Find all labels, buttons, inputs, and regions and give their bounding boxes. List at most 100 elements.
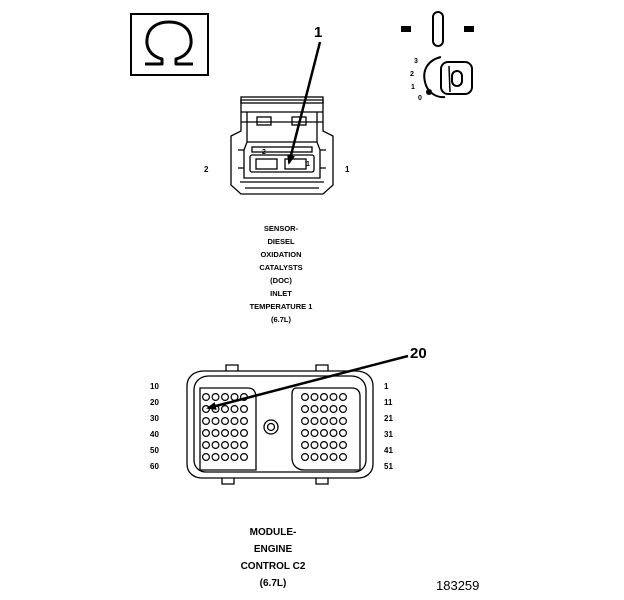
svg-text:ENGINE: ENGINE xyxy=(254,544,293,555)
ecm-pin-grid-right xyxy=(301,393,348,462)
ecm-pin-cavity-left xyxy=(221,405,230,414)
ecm-pin-cavity-right xyxy=(320,441,329,450)
ecm-pin-cavity-left xyxy=(230,405,239,414)
svg-text:INLET: INLET xyxy=(270,289,292,298)
ecm-pin-cavity-left xyxy=(240,441,249,450)
ecm-title: MODULE- ENGINE CONTROL C2 (6.7L) xyxy=(241,527,306,589)
ecm-connector xyxy=(186,364,374,485)
ecm-pin-cavity-left xyxy=(211,417,220,426)
ignition-position-3: 3 xyxy=(414,58,418,65)
ecm-pin-cavity-right xyxy=(339,429,348,438)
ecm-pin-cavity-right xyxy=(320,405,329,414)
ignition-position-1: 1 xyxy=(411,84,415,91)
ecm-pin-cavity-left xyxy=(240,429,249,438)
ecm-pin-cavity-right xyxy=(339,393,348,402)
svg-text:51: 51 xyxy=(384,462,393,471)
sensor-connector xyxy=(230,96,334,195)
ecm-pin-cavity-left xyxy=(230,429,239,438)
ohmmeter-icon xyxy=(130,13,209,76)
svg-text:60: 60 xyxy=(150,462,159,471)
ecm-pin-cavity-right xyxy=(339,405,348,414)
ecm-pin-cavity-right xyxy=(329,417,338,426)
ecm-pin-cavity-right xyxy=(310,453,319,462)
sensor-pin-label-right: 1 xyxy=(345,165,350,174)
ecm-pin-cavity-right xyxy=(310,405,319,414)
ecm-pin-cavity-left xyxy=(230,417,239,426)
ecm-pin-cavity-right xyxy=(339,417,348,426)
svg-text:MODULE-: MODULE- xyxy=(250,527,297,538)
sensor-pin-label-left: 2 xyxy=(204,165,209,174)
ecm-pin-cavity-right xyxy=(310,417,319,426)
sensor-inner-pin-2: 2 xyxy=(262,149,266,156)
sensor-inner-pin-1: 1 xyxy=(306,161,310,168)
svg-text:41: 41 xyxy=(384,446,393,455)
sensor-title: SENSOR- DIESEL OXIDATION CATALYSTS (DOC)… xyxy=(250,224,313,324)
ecm-pin-cavity-right xyxy=(301,441,310,450)
callout-label-20: 20 xyxy=(410,345,427,362)
ignition-position-0: 0 xyxy=(418,95,422,102)
svg-text:DIESEL: DIESEL xyxy=(267,237,295,246)
svg-text:1: 1 xyxy=(384,382,389,391)
svg-text:CATALYSTS: CATALYSTS xyxy=(259,263,302,272)
ecm-pin-cavity-left xyxy=(202,393,211,402)
ecm-pin-cavity-left xyxy=(221,393,230,402)
svg-text:31: 31 xyxy=(384,430,393,439)
svg-text:10: 10 xyxy=(150,382,159,391)
ecm-pin-cavity-left xyxy=(221,429,230,438)
svg-text:50: 50 xyxy=(150,446,159,455)
svg-text:11: 11 xyxy=(384,398,393,407)
ecm-pin-cavity-left xyxy=(202,453,211,462)
ecm-pin-cavity-left xyxy=(240,417,249,426)
ecm-pin-cavity-left xyxy=(202,429,211,438)
svg-text:(DOC): (DOC) xyxy=(270,276,292,285)
ecm-pin-cavity-right xyxy=(310,429,319,438)
ecm-pin-cavity-right xyxy=(320,429,329,438)
ecm-pin-cavity-left xyxy=(202,417,211,426)
ecm-pin-cavity-right xyxy=(301,429,310,438)
callout-arrow-20 xyxy=(206,354,409,410)
ecm-pin-cavity-left xyxy=(240,453,249,462)
svg-text:40: 40 xyxy=(150,430,159,439)
svg-text:SENSOR-: SENSOR- xyxy=(264,224,299,233)
svg-text:TEMPERATURE 1: TEMPERATURE 1 xyxy=(250,302,313,311)
ecm-pin-cavity-right xyxy=(320,417,329,426)
ecm-pin-cavity-left xyxy=(221,441,230,450)
ecm-pin-cavity-left xyxy=(211,393,220,402)
ecm-pin-cavity-right xyxy=(301,453,310,462)
ecm-pin-cavity-right xyxy=(301,405,310,414)
ecm-pin-cavity-left xyxy=(202,441,211,450)
ecm-pin-cavity-left xyxy=(230,453,239,462)
svg-text:(6.7L): (6.7L) xyxy=(260,578,287,589)
ecm-pin-cavity-right xyxy=(339,453,348,462)
ecm-pin-cavity-right xyxy=(310,441,319,450)
ecm-pin-cavity-right xyxy=(320,453,329,462)
ecm-pin-cavity-right xyxy=(329,405,338,414)
ecm-pin-cavity-left xyxy=(240,405,249,414)
figure-number: 183259 xyxy=(436,578,479,593)
ecm-pin-cavity-right xyxy=(329,429,338,438)
ecm-pin-cavity-left xyxy=(230,441,239,450)
ecm-pin-cavity-right xyxy=(339,441,348,450)
ecm-row-labels-left: 10 20 30 40 50 60 xyxy=(150,382,159,471)
ignition-switch-icon: 3 2 1 0 xyxy=(401,11,474,102)
callout-arrow-1 xyxy=(287,41,322,165)
ecm-pin-cavity-right xyxy=(320,393,329,402)
svg-text:OXIDATION: OXIDATION xyxy=(260,250,301,259)
ecm-row-labels-right: 1 11 21 31 41 51 xyxy=(384,382,393,471)
ecm-pin-cavity-right xyxy=(301,417,310,426)
svg-text:21: 21 xyxy=(384,414,393,423)
ecm-pin-cavity-right xyxy=(329,393,338,402)
ecm-pin-cavity-left xyxy=(221,417,230,426)
ecm-pin-cavity-right xyxy=(301,393,310,402)
ecm-pin-cavity-left xyxy=(211,429,220,438)
ecm-pin-cavity-right xyxy=(329,441,338,450)
ecm-pin-cavity-right xyxy=(310,393,319,402)
ecm-pin-cavity-left xyxy=(211,453,220,462)
ecm-pin-cavity-right xyxy=(329,453,338,462)
svg-text:20: 20 xyxy=(150,398,159,407)
callout-label-1: 1 xyxy=(314,24,322,41)
ecm-pin-cavity-left xyxy=(221,453,230,462)
svg-text:CONTROL C2: CONTROL C2 xyxy=(241,561,306,572)
svg-text:(6.7L): (6.7L) xyxy=(271,315,292,324)
